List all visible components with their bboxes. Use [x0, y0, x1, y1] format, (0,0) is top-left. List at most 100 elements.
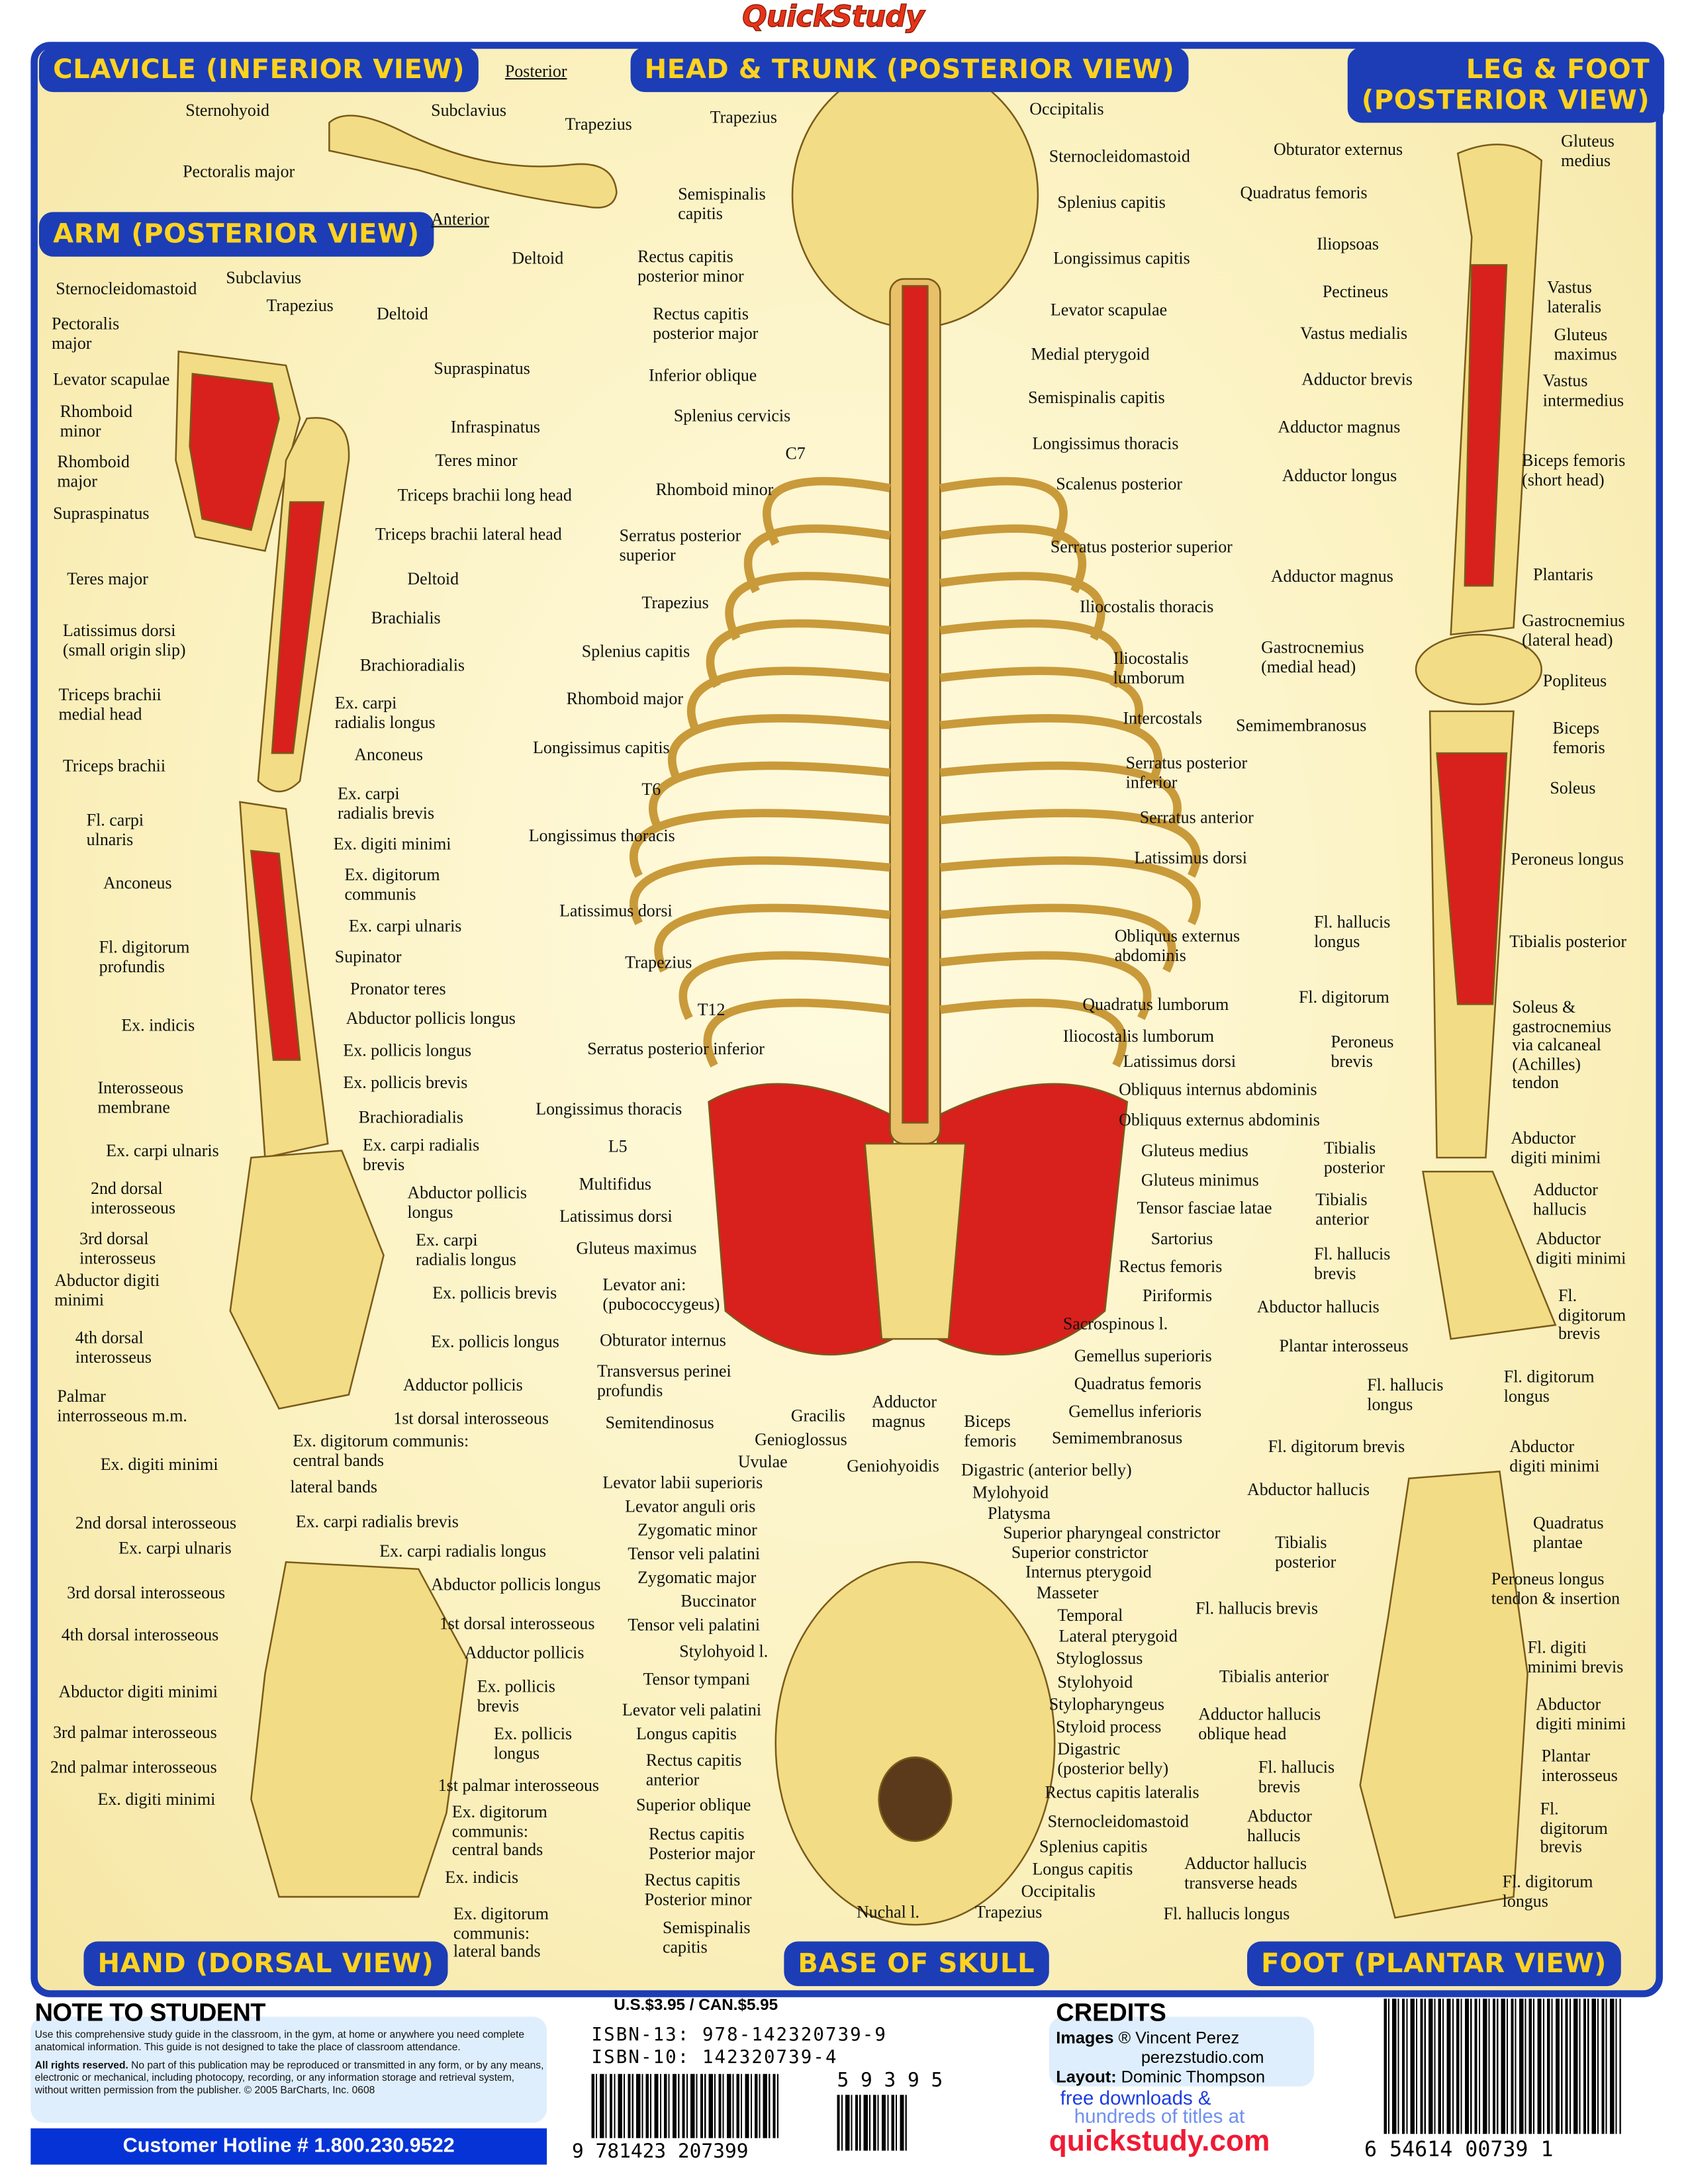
anatomy-label-trunk_left: Latissimus dorsi	[559, 1206, 673, 1226]
anatomy-label-leg: Fl. digitorum brevis	[1558, 1286, 1626, 1343]
anatomy-label-trunk_left: Longissimus thoracis	[528, 825, 675, 846]
anatomy-label-trunk_left: Adductor magnus	[872, 1392, 937, 1431]
anatomy-label-trunk_left: Trapezius	[625, 952, 692, 972]
rib-r-6	[939, 714, 1162, 783]
layout-value: Dominic Thompson	[1116, 2067, 1266, 2087]
anatomy-label-skull_left: Rectus capitis anterior	[645, 1750, 742, 1789]
anatomy-label-leg: Soleus	[1550, 778, 1596, 798]
anatomy-label-skull_right: Mylohyoid	[972, 1482, 1049, 1502]
anatomy-label-trunk_right: Obliquus internus abdominis	[1119, 1079, 1317, 1099]
anatomy-label-hand: Ex. carpi ulnaris	[118, 1538, 232, 1558]
anatomy-label-skull_right: Styloglossus	[1056, 1648, 1143, 1668]
rib-l-9	[629, 856, 891, 925]
anatomy-label-arm: Ex. pollicis longus	[431, 1332, 559, 1352]
anatomy-label-trunk_right: Iliocostalis lumborum	[1113, 648, 1189, 687]
anatomy-label-leg: Plantaris	[1533, 565, 1593, 585]
anatomy-label-arm: Teres minor	[435, 450, 518, 471]
anatomy-label-arm: Adductor pollicis	[403, 1375, 523, 1395]
rib-r-7	[939, 761, 1182, 831]
anatomy-label-arm: Trapezius	[266, 295, 334, 316]
anatomy-label-trunk_right: Occipitalis	[1029, 99, 1104, 119]
anatomy-label-trunk_right: Longissimus thoracis	[1032, 433, 1179, 453]
anatomy-label-trunk_left: Rectus capitis posterior minor	[637, 247, 744, 285]
anatomy-label-arm: Ex. indicis	[121, 1015, 195, 1035]
rights-text: All rights reserved. No part of this pub…	[35, 2059, 549, 2097]
anatomy-label-leg: Gluteus maximus	[1554, 325, 1617, 363]
anatomy-label-arm: Pectoralis major	[51, 314, 120, 353]
anatomy-label-foot: Adductor hallucis transverse heads	[1184, 1853, 1307, 1892]
anatomy-label-leg: Abductor digiti minimi	[1511, 1128, 1601, 1167]
anatomy-label-hand: Ex. digitorum communis: lateral bands	[453, 1903, 549, 1962]
anatomy-label-arm: Ex. carpi radialis longus	[416, 1230, 516, 1269]
note-title: NOTE TO STUDENT	[34, 1998, 266, 2027]
anatomy-label-trunk_right: Serratus posterior superior	[1050, 537, 1233, 557]
anatomy-label-arm: Palmar interrosseous m.m.	[57, 1386, 187, 1425]
triceps-muscle	[271, 501, 325, 754]
anatomy-label-foot: Plantar interosseus	[1541, 1746, 1618, 1785]
rib-r-1	[939, 477, 1068, 546]
anatomy-label-trunk_right: Latissimus dorsi	[1134, 848, 1247, 868]
anatomy-label-leg: Tibialis posterior	[1323, 1138, 1385, 1177]
website-link[interactable]: quickstudy.com	[1049, 2125, 1270, 2158]
anatomy-label-skull_left: Buccinator	[680, 1591, 757, 1612]
anatomy-label-skull_left: Genioglossus	[755, 1430, 847, 1449]
anatomy-label-skull_right: Longus capitis	[1032, 1859, 1133, 1879]
anatomy-label-leg: Tibialis posterior	[1509, 931, 1627, 952]
anatomy-label-leg: Adductor magnus	[1270, 566, 1393, 586]
wrist-hand-bones	[229, 1150, 385, 1410]
note-box	[30, 2017, 547, 2123]
anatomy-label-trunk_right: Semispinalis capitis	[1028, 387, 1165, 408]
anatomy-label-skull_left: Tensor veli palatini	[628, 1543, 761, 1564]
anatomy-label-trunk_right: Levator scapulae	[1050, 300, 1168, 320]
rib-l-7	[649, 761, 891, 831]
section-title-skull-base: BASE OF SKULL	[784, 1941, 1049, 1986]
anatomy-label-foot: Fl. digitorum brevis	[1540, 1799, 1608, 1856]
sacrum-bone	[864, 1142, 966, 1340]
foot-posterior-bones	[1422, 1170, 1557, 1340]
ean-barcode	[591, 2073, 780, 2138]
anatomy-label-clavicle: Subclavius	[431, 100, 506, 120]
anatomy-label-leg: Soleus & gastrocnemius via calcaneal (Ac…	[1512, 997, 1612, 1093]
anatomy-label-trunk_right: Serratus posterior inferior	[1125, 752, 1248, 792]
anatomy-label-arm: Latissimus dorsi (small origin slip)	[62, 620, 186, 659]
knee-joint	[1415, 633, 1542, 705]
anatomy-label-trunk_left: T6	[641, 780, 661, 799]
anatomy-label-arm: Abductor pollicis longus	[407, 1183, 528, 1222]
anatomy-label-skull_left: Longus capitis	[635, 1723, 737, 1744]
anatomy-label-arm: Ex. carpi radialis longus	[334, 693, 436, 732]
rib-cage	[629, 477, 1201, 1068]
addon-digits: 5 9 3 9 5	[837, 2070, 943, 2093]
credits-box	[1049, 2017, 1315, 2087]
anatomy-label-leg: Gastrocnemius (lateral head)	[1522, 611, 1625, 649]
anatomy-label-arm: Ex. carpi ulnaris	[106, 1140, 219, 1161]
anatomy-label-leg: Abductor digiti minimi	[1536, 1228, 1626, 1267]
anatomy-label-arm: Supinator	[334, 946, 402, 967]
rib-r-5	[939, 666, 1144, 736]
anatomy-label-hand: 1st palmar interosseous	[438, 1775, 599, 1796]
rib-l-12	[703, 998, 891, 1068]
anatomy-label-hand: Abductor pollicis longus	[431, 1574, 601, 1594]
anatomy-label-trunk_left: Splenius capitis	[581, 641, 690, 661]
rib-r-2	[939, 524, 1087, 594]
anatomy-label-arm: 3rd dorsal interosseus	[79, 1228, 156, 1267]
anatomy-label-trunk_right: Gemellus inferioris	[1068, 1401, 1202, 1422]
customer-hotline[interactable]: Customer Hotline # 1.800.230.9522	[30, 2128, 547, 2165]
quickstudy-logo: QuickStudy	[742, 0, 925, 34]
anatomy-label-trunk_left: Longissimus capitis	[533, 737, 670, 758]
anatomy-label-skull_right: Digastric (posterior belly)	[1057, 1739, 1169, 1778]
note-body: Use this comprehensive study guide in th…	[34, 2028, 525, 2054]
anatomy-label-arm: Subclavius	[226, 267, 302, 288]
anatomy-label-foot: Fl. digitorum brevis	[1268, 1436, 1405, 1457]
anatomy-label-leg: Fl. hallucis brevis	[1314, 1244, 1391, 1283]
anatomy-label-leg: Vastus lateralis	[1547, 277, 1602, 316]
forearm-muscles	[250, 850, 301, 1061]
rib-l-10	[654, 903, 891, 973]
rib-l-1	[763, 477, 891, 546]
price: U.S.$3.95 / CAN.$5.95	[614, 1997, 778, 2015]
anatomy-label-trunk_right: Gemellus superioris	[1074, 1345, 1212, 1366]
anatomy-label-leg: Abductor hallucis	[1256, 1297, 1380, 1317]
anatomy-label-arm: Brachialis	[371, 608, 441, 628]
anatomy-label-arm: Fl. digitorum profundis	[99, 937, 190, 976]
anatomy-label-leg: Vastus intermedius	[1542, 371, 1624, 410]
